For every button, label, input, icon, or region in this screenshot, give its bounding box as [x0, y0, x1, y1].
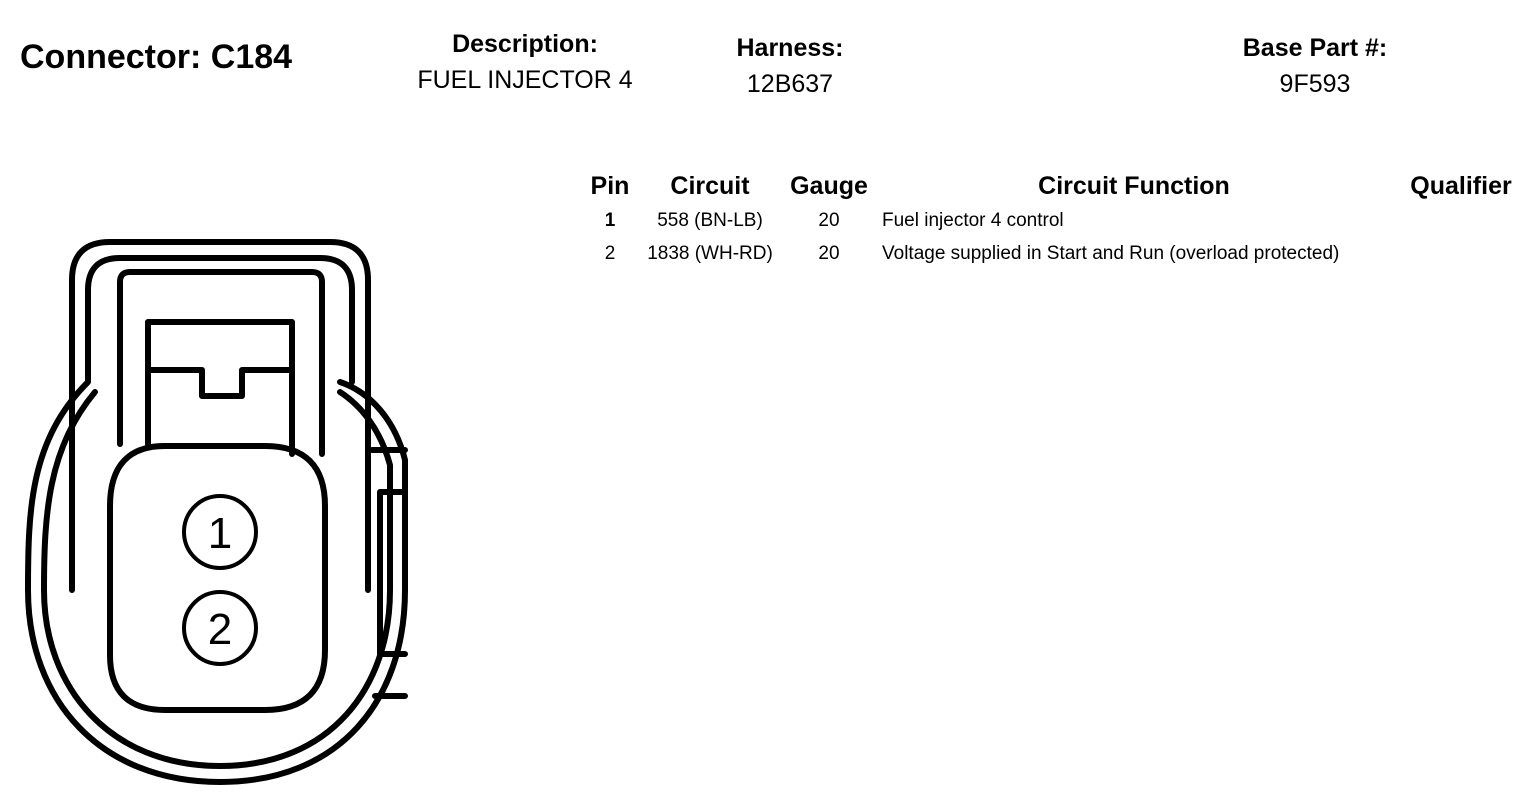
- connector-outer-housing: [25, 379, 408, 785]
- pin-2-label: 2: [208, 605, 232, 654]
- row-circuit: 1838 (WH-RD): [647, 242, 773, 264]
- connector-id: C184: [210, 38, 293, 76]
- harness-label: Harness:: [736, 34, 844, 62]
- table-row: 2 1838 (WH-RD) 20 Voltage supplied in St…: [584, 237, 1528, 270]
- header-qualifier: Qualifier: [1410, 171, 1512, 200]
- row-circuit: 558 (BN-LB): [657, 209, 763, 231]
- base-part-label: Base Part #:: [1242, 34, 1388, 62]
- row-qualifier: [1394, 237, 1528, 270]
- latch-notch: [145, 367, 295, 399]
- connector-face-diagram: 1 2: [25, 239, 408, 785]
- pin-cavity: [107, 443, 328, 713]
- description-block: Description: FUEL INJECTOR 4: [384, 28, 666, 100]
- header-circuit-function: Circuit Function: [1038, 171, 1230, 200]
- header-pin: Pin: [590, 171, 630, 200]
- pin-1-circle: [182, 494, 258, 570]
- latch-inner-loop: [85, 255, 355, 385]
- pin-1-label: 1: [208, 509, 232, 558]
- row-function: Voltage supplied in Start and Run (overl…: [882, 242, 1340, 264]
- connector-label: Connector:: [20, 38, 202, 76]
- header-gauge: Gauge: [790, 171, 868, 200]
- harness-value: 12B637: [746, 70, 834, 98]
- row-qualifier: [1394, 204, 1528, 237]
- latch-outer-loop: [69, 239, 371, 593]
- description-value: FUEL INJECTOR 4: [417, 66, 633, 94]
- pin-2-circle: [182, 590, 258, 666]
- base-part-value: 9F593: [1279, 70, 1351, 98]
- latch-tab-outer: [117, 269, 325, 457]
- table-row: 1 558 (BN-LB) 20 Fuel injector 4 control: [584, 204, 1528, 237]
- row-function: Fuel injector 4 control: [882, 209, 1064, 231]
- row-pin: 1: [604, 209, 616, 231]
- connector-inner-housing: [41, 389, 393, 769]
- side-rib: [369, 447, 408, 699]
- row-gauge: 20: [818, 209, 840, 231]
- description-label: Description:: [452, 30, 598, 58]
- pin-table: Pin Circuit Gauge Circuit Function Quali…: [584, 168, 1528, 270]
- connector-title: Connector: C184: [20, 38, 292, 77]
- pin-table-header: Pin Circuit Gauge Circuit Function Quali…: [584, 168, 1528, 204]
- latch-tab-inner: [145, 319, 295, 457]
- row-pin: 2: [604, 242, 616, 264]
- base-part-block: Base Part #: 9F593: [1206, 32, 1424, 104]
- harness-block: Harness: 12B637: [700, 32, 880, 104]
- header-circuit: Circuit: [670, 171, 750, 200]
- row-gauge: 20: [818, 242, 840, 264]
